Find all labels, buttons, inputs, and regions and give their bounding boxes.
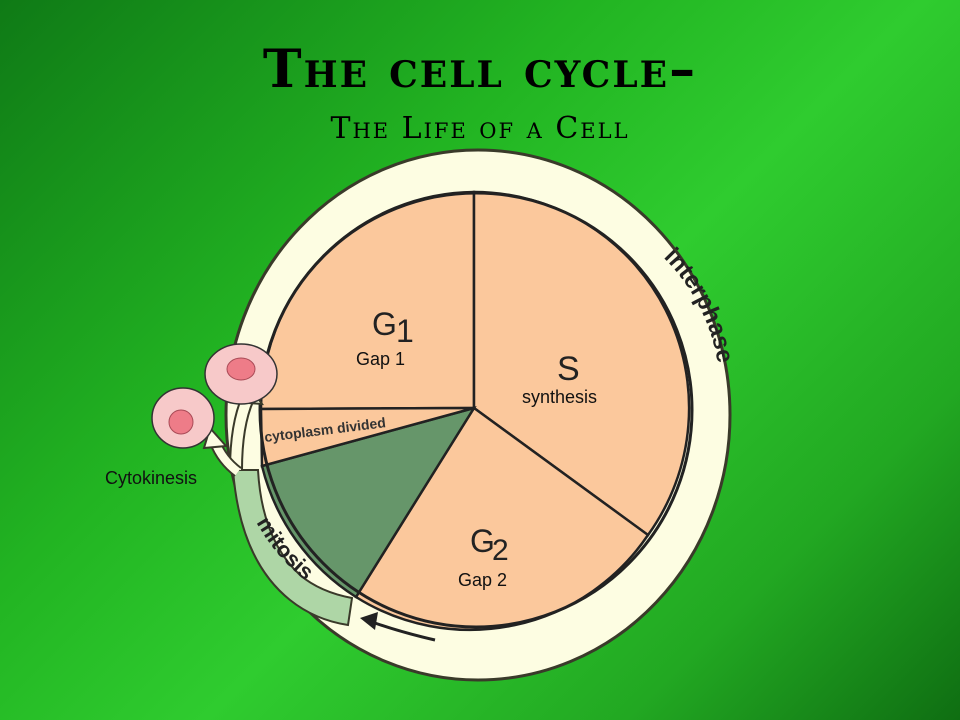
daughter-cell-upper bbox=[204, 343, 278, 405]
mitosis-sector bbox=[260, 405, 477, 599]
svg-text:G: G bbox=[372, 306, 397, 342]
g2-sector bbox=[354, 406, 650, 632]
svg-text:G: G bbox=[470, 523, 495, 559]
slide-subtitle: The Life of a Cell bbox=[330, 111, 630, 146]
svg-text:2: 2 bbox=[492, 534, 509, 567]
svg-text:1: 1 bbox=[396, 313, 414, 349]
gap2-label: Gap 2 bbox=[458, 570, 507, 590]
slide-title: The cell cycle– bbox=[262, 39, 698, 100]
g1-sector bbox=[259, 190, 476, 411]
mitosis-band bbox=[231, 469, 354, 627]
g1-symbol: G 1 bbox=[372, 306, 414, 349]
g2-symbol: G 2 bbox=[470, 523, 509, 567]
daughter-cell-lower bbox=[151, 387, 215, 449]
s-symbol: S bbox=[557, 350, 580, 388]
cytokinesis-label: Cytokinesis bbox=[105, 468, 197, 488]
gap1-label: Gap 1 bbox=[356, 349, 405, 369]
synthesis-label: synthesis bbox=[522, 387, 597, 407]
pie-chart bbox=[258, 190, 694, 632]
cycle-direction-arrow bbox=[360, 612, 436, 642]
